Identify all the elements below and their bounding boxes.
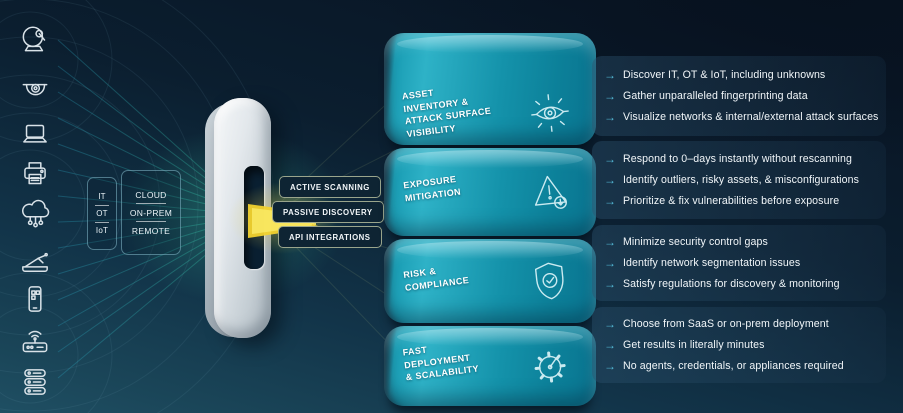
arrow-icon: → — [604, 172, 616, 187]
arrow-icon: → — [604, 109, 616, 124]
environment-label-ot: OT — [96, 209, 108, 218]
stack-box-label: EXPOSURE MITIGATION — [402, 174, 462, 203]
warning-mitigation-icon — [524, 166, 577, 219]
feature-text: Visualize networks & internal/external a… — [623, 110, 879, 123]
arrow-icon: → — [604, 337, 616, 352]
arrow-icon: → — [604, 88, 616, 103]
stack-box-label: RISK & COMPLIANCE — [402, 266, 470, 293]
feature-panel-exposure-mitigation: → Respond to 0–days instantly without re… — [592, 141, 886, 219]
arrow-icon: → — [604, 193, 616, 208]
feature-text: Minimize security control gaps — [623, 235, 768, 248]
cloud-network-icon — [17, 199, 53, 235]
feature-text: Satisfy regulations for discovery & moni… — [623, 277, 840, 290]
feature-text: Respond to 0–days instantly without resc… — [623, 152, 852, 165]
feature-panel-risk-compliance: → Minimize security control gaps → Ident… — [592, 225, 886, 301]
environments-box: IT OT IoT — [87, 177, 117, 250]
robot-arm-icon — [17, 22, 53, 58]
feature-bullet: → Discover IT, OT & IoT, including unkno… — [604, 67, 886, 82]
printer-icon — [17, 156, 53, 192]
deployment-label-onprem: ON-PREM — [129, 207, 173, 218]
feature-panel-fast-deployment: → Choose from SaaS or on-prem deployment… — [592, 307, 886, 383]
feature-bullet: → Identify network segmentation issues — [604, 255, 886, 270]
stack-box-fast-deployment: FAST DEPLOYMENT & SCALABILITY — [384, 326, 596, 406]
arrow-icon: → — [604, 276, 616, 291]
divider — [95, 221, 109, 223]
feature-bullet: → No agents, credentials, or appliances … — [604, 358, 886, 373]
smartphone-icon — [17, 281, 53, 317]
feature-bullet: → Respond to 0–days instantly without re… — [604, 151, 886, 166]
environment-label-iot: IoT — [95, 226, 109, 235]
gear-speed-icon — [524, 340, 577, 393]
feature-bullet: → Get results in literally minutes — [604, 337, 886, 352]
arrow-icon: → — [604, 316, 616, 331]
stack-box-label: FAST DEPLOYMENT & SCALABILITY — [402, 344, 480, 383]
method-pill-active-scanning: ACTIVE SCANNING — [279, 176, 381, 198]
divider — [95, 204, 109, 206]
divider — [136, 221, 166, 222]
deployment-label-cloud: CLOUD — [135, 189, 167, 200]
deployments-box: CLOUD ON-PREM REMOTE — [121, 170, 181, 255]
feature-text: Get results in literally minutes — [623, 338, 765, 351]
divider — [136, 203, 166, 204]
feature-text: Gather unparalleled fingerprinting data — [623, 89, 808, 102]
method-pill-passive-discovery: PASSIVE DISCOVERY — [272, 201, 384, 223]
wifi-router-icon — [17, 324, 53, 360]
feature-text: Prioritize & fix vulnerabilities before … — [623, 194, 840, 207]
feature-bullet: → Visualize networks & internal/external… — [604, 109, 886, 124]
laptop-icon — [17, 117, 53, 153]
stack-box-risk-compliance: RISK & COMPLIANCE — [384, 239, 596, 323]
feature-text: Discover IT, OT & IoT, including unknown… — [623, 68, 826, 81]
arrow-icon: → — [604, 358, 616, 373]
server-stack-icon — [17, 364, 53, 400]
arrow-icon: → — [604, 67, 616, 82]
shield-check-icon — [524, 255, 577, 308]
method-pill-api-integrations: API INTEGRATIONS — [278, 226, 382, 248]
feature-bullet: → Satisfy regulations for discovery & mo… — [604, 276, 886, 291]
arrow-icon: → — [604, 255, 616, 270]
stack-box-exposure-mitigation: EXPOSURE MITIGATION — [384, 148, 596, 236]
feature-text: No agents, credentials, or appliances re… — [623, 359, 844, 372]
scanner-icon — [17, 243, 53, 279]
deployment-label-remote: REMOTE — [131, 225, 171, 236]
arrow-icon: → — [604, 151, 616, 166]
environment-label-it: IT — [98, 192, 106, 201]
feature-bullet: → Identify outliers, risky assets, & mis… — [604, 172, 886, 187]
feature-bullet: → Minimize security control gaps — [604, 234, 886, 249]
visibility-eye-icon — [524, 87, 577, 140]
arrow-icon: → — [604, 234, 616, 249]
feature-bullet: → Choose from SaaS or on-prem deployment — [604, 316, 886, 331]
feature-text: Choose from SaaS or on-prem deployment — [623, 317, 829, 330]
stack-box-label: ASSET INVENTORY & ATTACK SURFACE VISIBIL… — [401, 87, 492, 139]
feature-panel-asset-inventory: → Discover IT, OT & IoT, including unkno… — [592, 56, 886, 136]
security-camera-icon — [17, 74, 53, 110]
feature-text: Identify network segmentation issues — [623, 256, 801, 269]
stack-box-asset-inventory: ASSET INVENTORY & ATTACK SURFACE VISIBIL… — [384, 33, 596, 145]
feature-text: Identify outliers, risky assets, & misco… — [623, 173, 859, 186]
feature-bullet: → Gather unparalleled fingerprinting dat… — [604, 88, 886, 103]
feature-bullet: → Prioritize & fix vulnerabilities befor… — [604, 193, 886, 208]
